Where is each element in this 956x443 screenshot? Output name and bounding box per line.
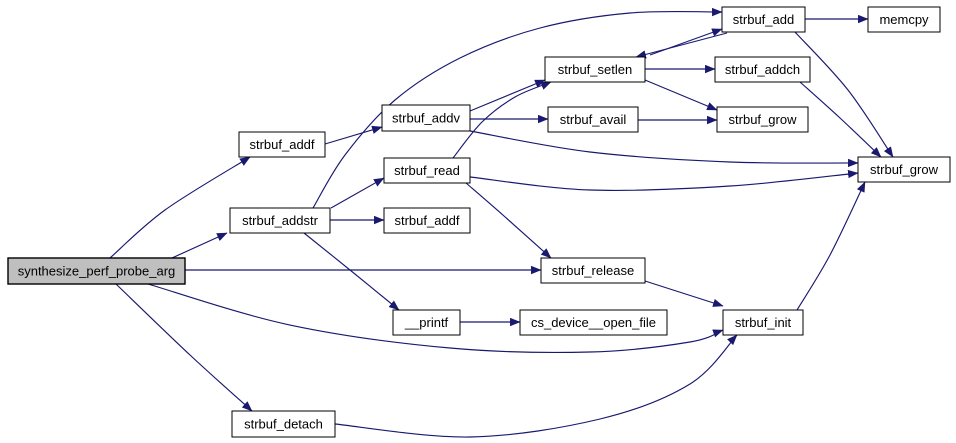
edge-strbuf-add-to-strbuf-setlen bbox=[635, 32, 728, 59]
node-box bbox=[231, 410, 336, 438]
node-box bbox=[857, 156, 951, 183]
node-box bbox=[381, 104, 471, 132]
edge-strbuf-addv-to-strbuf-setlen bbox=[469, 79, 546, 112]
node-label: strbuf_init bbox=[735, 315, 792, 330]
node-label: strbuf_grow bbox=[729, 112, 798, 127]
node-printf[interactable]: __printf bbox=[392, 309, 461, 336]
node-box bbox=[714, 56, 811, 83]
node-label: strbuf_addv bbox=[392, 111, 460, 126]
edge-strbuf-detach-to-strbuf-init bbox=[334, 334, 738, 438]
node-label: strbuf_grow bbox=[870, 162, 939, 177]
node-box bbox=[519, 309, 668, 336]
edge-strbuf-init-to-strbuf-grow-2 bbox=[796, 181, 866, 311]
node-synthesize-perf-probe-arg[interactable]: synthesize_perf_probe_arg bbox=[7, 257, 186, 285]
node-box bbox=[229, 207, 331, 234]
node-label: __printf bbox=[404, 315, 449, 330]
node-label: strbuf_setlen bbox=[558, 62, 632, 77]
node-box bbox=[722, 309, 804, 336]
edge-strbuf-addstr-to-printf bbox=[303, 232, 400, 311]
edge-strbuf-addstr-to-strbuf-add bbox=[312, 7, 723, 209]
node-box bbox=[7, 257, 186, 285]
edge-strbuf-addv-to-strbuf-grow-2 bbox=[469, 130, 859, 168]
node-box bbox=[392, 309, 461, 336]
edge-synthesize-perf-probe-arg-to-strbuf-init bbox=[147, 283, 724, 354]
edge-strbuf-release-to-strbuf-init bbox=[644, 280, 724, 307]
node-label: strbuf_addf bbox=[249, 137, 314, 152]
node-box bbox=[867, 6, 941, 33]
edge-strbuf-add-to-strbuf-grow-2 bbox=[794, 31, 894, 158]
edge-strbuf-addstr-to-strbuf-read bbox=[330, 177, 385, 209]
node-box bbox=[540, 257, 646, 284]
node-box bbox=[721, 6, 806, 33]
node-strbuf-release[interactable]: strbuf_release bbox=[540, 257, 646, 284]
node-label: strbuf_addstr bbox=[242, 213, 319, 228]
node-strbuf-addf-1[interactable]: strbuf_addf bbox=[238, 131, 326, 158]
node-label: memcpy bbox=[879, 12, 929, 27]
edge-synthesize-perf-probe-arg-to-strbuf-detach bbox=[115, 283, 253, 412]
node-strbuf-grow-2[interactable]: strbuf_grow bbox=[857, 156, 951, 183]
node-strbuf-init[interactable]: strbuf_init bbox=[722, 309, 804, 336]
node-box bbox=[383, 207, 471, 234]
node-cs-device-open-file[interactable]: cs_device__open_file bbox=[519, 309, 668, 336]
edge-strbuf-read-to-strbuf-setlen bbox=[452, 81, 552, 159]
edge-strbuf-read-to-strbuf-grow-2 bbox=[469, 169, 859, 191]
node-memcpy[interactable]: memcpy bbox=[867, 6, 941, 33]
node-box bbox=[716, 106, 809, 133]
node-label: cs_device__open_file bbox=[531, 315, 656, 330]
node-strbuf-addstr[interactable]: strbuf_addstr bbox=[229, 207, 331, 234]
node-strbuf-addv[interactable]: strbuf_addv bbox=[381, 104, 471, 132]
edge-strbuf-setlen-to-strbuf-grow-1 bbox=[644, 79, 718, 111]
node-box bbox=[544, 56, 646, 83]
node-strbuf-avail[interactable]: strbuf_avail bbox=[547, 106, 639, 133]
node-box bbox=[547, 106, 639, 133]
node-label: synthesize_perf_probe_arg bbox=[18, 264, 176, 279]
node-strbuf-addf-2[interactable]: strbuf_addf bbox=[383, 207, 471, 234]
node-strbuf-add[interactable]: strbuf_add bbox=[721, 6, 806, 33]
node-label: strbuf_addf bbox=[394, 213, 459, 228]
node-box bbox=[383, 157, 471, 184]
node-strbuf-detach[interactable]: strbuf_detach bbox=[231, 410, 336, 438]
node-label: strbuf_read bbox=[394, 163, 460, 178]
node-label: strbuf_addch bbox=[725, 62, 800, 77]
node-strbuf-setlen[interactable]: strbuf_setlen bbox=[544, 56, 646, 83]
edge-strbuf-addch-to-strbuf-grow-2 bbox=[799, 81, 882, 158]
edge-synthesize-perf-probe-arg-to-strbuf-addf-1 bbox=[109, 156, 251, 259]
edge-synthesize-perf-probe-arg-to-strbuf-addstr bbox=[171, 232, 228, 259]
edge-strbuf-setlen-to-strbuf-add bbox=[649, 28, 723, 56]
node-label: strbuf_detach bbox=[244, 417, 323, 432]
edge-strbuf-read-to-strbuf-release bbox=[465, 182, 552, 259]
node-label: strbuf_release bbox=[552, 263, 634, 278]
node-strbuf-addch[interactable]: strbuf_addch bbox=[714, 56, 811, 83]
node-box bbox=[238, 131, 326, 158]
edge-strbuf-addf-1-to-strbuf-addv bbox=[324, 125, 383, 145]
node-label: strbuf_avail bbox=[560, 112, 627, 127]
node-strbuf-read[interactable]: strbuf_read bbox=[383, 157, 471, 184]
node-label: strbuf_add bbox=[733, 12, 794, 27]
node-strbuf-grow-1[interactable]: strbuf_grow bbox=[716, 106, 809, 133]
